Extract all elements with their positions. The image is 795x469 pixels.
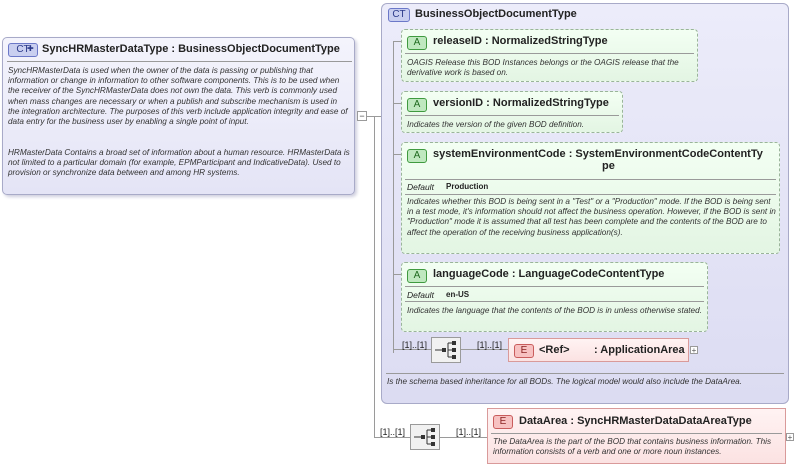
element-application-area[interactable]: E <Ref> : ApplicationArea (508, 338, 689, 362)
attribute-icon: A (407, 36, 427, 50)
default-label: Default (407, 290, 434, 300)
attribute-doc: OAGIS Release this BOD Instances belongs… (407, 58, 679, 78)
sequence-icon (435, 341, 456, 359)
attribute-name: versionID : NormalizedStringType (433, 97, 609, 109)
sequence-compositor[interactable] (431, 337, 461, 363)
attribute-name: releaseID : NormalizedStringType (433, 35, 608, 47)
element-data-area[interactable]: E DataArea : SyncHRMasterDataDataAreaTyp… (487, 408, 786, 464)
bod-type-title: BusinessObjectDocumentType (415, 8, 577, 20)
element-doc: The DataArea is the part of the BOD that… (493, 437, 772, 457)
attribute-doc: Indicates the language that the contents… (407, 306, 702, 315)
connector (393, 154, 402, 155)
element-icon: E (514, 344, 534, 358)
element-name: DataArea : SyncHRMasterDataDataAreaType (519, 415, 752, 427)
bod-type-doc: Is the schema based inheritance for all … (387, 377, 742, 386)
element-icon: E (493, 415, 513, 429)
attribute-doc: Indicates whether this BOD is being sent… (407, 197, 776, 237)
attribute-icon: A (407, 98, 427, 112)
sync-type-title: SyncHRMasterDataType : BusinessObjectDoc… (42, 43, 340, 55)
attribute-name: systemEnvironmentCode : SystemEnvironmen… (433, 148, 763, 160)
attribute-language-code[interactable]: A languageCode : LanguageCodeContentType… (401, 262, 708, 332)
default-label: Default (407, 182, 434, 192)
complex-type-icon: CT (388, 8, 410, 22)
attribute-name-continued: pe (602, 160, 615, 172)
connector (393, 349, 431, 350)
attribute-system-environment-code[interactable]: A systemEnvironmentCode : SystemEnvironm… (401, 142, 780, 254)
bod-type-box[interactable]: CT BusinessObjectDocumentType A releaseI… (381, 3, 789, 404)
connector (393, 103, 402, 104)
connector (367, 116, 374, 117)
element-name: : ApplicationArea (594, 344, 685, 356)
collapse-plus-icon: ✚ (27, 44, 34, 53)
sync-type-box[interactable]: CT ✚ SyncHRMasterDataType : BusinessObje… (2, 37, 355, 195)
multiplicity-label: [1]..[1] (402, 340, 428, 350)
connector (393, 41, 394, 353)
divider (491, 433, 782, 434)
expand-toggle[interactable]: + (690, 346, 698, 355)
sync-type-doc-1: SyncHRMasterData is used when the owner … (8, 66, 348, 127)
collapse-toggle[interactable]: − (357, 111, 367, 121)
attribute-version-id[interactable]: A versionID : NormalizedStringType Indic… (401, 91, 623, 133)
connector (374, 116, 375, 438)
divider (405, 286, 704, 287)
divider (405, 301, 704, 302)
divider (405, 53, 694, 54)
attribute-name: languageCode : LanguageCodeContentType (433, 268, 665, 280)
divider (7, 61, 352, 62)
expand-toggle[interactable]: + (786, 433, 794, 442)
attribute-doc: Indicates the version of the given BOD d… (407, 120, 585, 129)
connector (461, 349, 508, 350)
multiplicity-label: [1]..[1] (477, 340, 503, 350)
default-value: en-US (446, 290, 470, 299)
attribute-release-id[interactable]: A releaseID : NormalizedStringType OAGIS… (401, 29, 698, 82)
attribute-icon: A (407, 269, 427, 283)
connector (393, 41, 402, 42)
connector (374, 116, 381, 117)
sequence-icon (414, 428, 435, 446)
divider (386, 373, 784, 374)
divider (405, 179, 776, 180)
complex-type-icon: CT (8, 43, 38, 57)
sequence-compositor[interactable] (410, 424, 440, 450)
divider (405, 194, 776, 195)
multiplicity-label: [1]..[1] (380, 427, 406, 437)
divider (405, 115, 619, 116)
connector (374, 437, 410, 438)
connector (393, 274, 402, 275)
attribute-icon: A (407, 149, 427, 163)
ref-label: <Ref> (539, 344, 570, 356)
sync-type-doc-2: HRMasterData Contains a broad set of inf… (8, 148, 350, 178)
connector (440, 437, 487, 438)
multiplicity-label: [1]..[1] (456, 427, 482, 437)
default-value: Production (446, 182, 489, 191)
